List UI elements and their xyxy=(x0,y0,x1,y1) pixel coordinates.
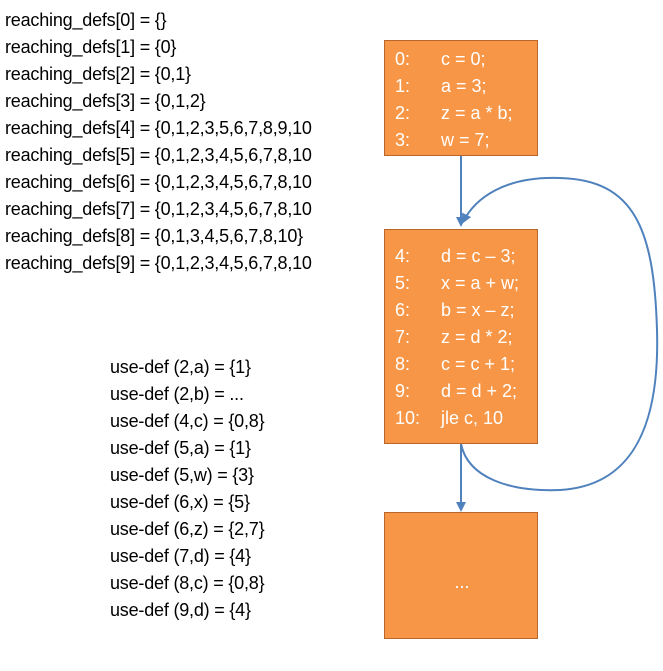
line-number: 3: xyxy=(395,130,411,150)
use-def-list: use-def (2,a) = {1} use-def (2,b) = ... … xyxy=(110,356,310,636)
line-number: 7: xyxy=(395,327,411,347)
use-def-line: use-def (5,a) = {1} xyxy=(110,438,251,458)
reaching-defs-list: reaching_defs[0] = {} reaching_defs[1] =… xyxy=(5,9,373,289)
statement: d = c – 3; xyxy=(441,246,516,266)
statement: c = c + 1; xyxy=(441,354,516,374)
reaching-defs-line: reaching_defs[2] = {0,1} xyxy=(5,64,191,84)
use-def-line: use-def (2,a) = {1} xyxy=(110,357,251,377)
statement: x = a + w; xyxy=(441,273,520,293)
line-number: 9: xyxy=(395,381,411,401)
line-number: 5: xyxy=(395,273,411,293)
statement: z = a * b; xyxy=(441,103,513,123)
loop-back-edge-arrow xyxy=(460,176,659,492)
use-def-line: use-def (6,x) = {5} xyxy=(110,492,250,512)
line-number: 6: xyxy=(395,300,411,320)
line-number: 0: xyxy=(395,49,411,69)
reaching-defs-line: reaching_defs[7] = {0,1,2,3,4,5,6,7,8,10 xyxy=(5,199,312,219)
reaching-defs-line: reaching_defs[0] = {} xyxy=(5,10,167,30)
basic-block-loop: 4: d = c – 3; 5: x = a + w; 6: b = x – z… xyxy=(384,229,538,444)
statement: a = 3; xyxy=(441,76,487,96)
line-number: 2: xyxy=(395,103,411,123)
ellipsis-text: ... xyxy=(454,572,470,592)
reaching-defs-line: reaching_defs[4] = {0,1,2,3,5,6,7,8,9,10 xyxy=(5,118,312,138)
line-number: 4: xyxy=(395,246,411,266)
line-number: 1: xyxy=(395,76,411,96)
statement: d = d + 2; xyxy=(441,381,518,401)
use-def-line: use-def (9,d) = {4} xyxy=(110,600,251,620)
use-def-line: use-def (4,c) = {0,8} xyxy=(110,411,265,431)
use-def-line: use-def (5,w) = {3} xyxy=(110,465,254,485)
line-number: 8: xyxy=(395,354,411,374)
statement: z = d * 2; xyxy=(441,327,513,347)
reaching-defs-line: reaching_defs[1] = {0} xyxy=(5,37,177,57)
statement: b = x – z; xyxy=(441,300,515,320)
reaching-defs-line: reaching_defs[8] = {0,1,3,4,5,6,7,8,10} xyxy=(5,226,303,246)
basic-block-exit: ... xyxy=(384,512,538,639)
basic-block-entry: 0: c = 0; 1: a = 3; 2: z = a * b; 3: w =… xyxy=(384,40,538,156)
line-number: 10: xyxy=(395,408,421,428)
use-def-line: use-def (7,d) = {4} xyxy=(110,546,251,566)
reaching-defs-line: reaching_defs[5] = {0,1,2,3,4,5,6,7,8,10 xyxy=(5,145,312,165)
statement: jle c, 10 xyxy=(441,408,504,428)
reaching-defs-line: reaching_defs[9] = {0,1,2,3,4,5,6,7,8,10 xyxy=(5,253,312,273)
reaching-defs-line: reaching_defs[6] = {0,1,2,3,4,5,6,7,8,10 xyxy=(5,172,312,192)
use-def-line: use-def (6,z) = {2,7} xyxy=(110,519,265,539)
reaching-defs-line: reaching_defs[3] = {0,1,2} xyxy=(5,91,206,111)
statement: c = 0; xyxy=(441,49,486,69)
statement: w = 7; xyxy=(441,130,490,150)
use-def-line: use-def (2,b) = ... xyxy=(110,384,244,404)
use-def-line: use-def (8,c) = {0,8} xyxy=(110,573,265,593)
